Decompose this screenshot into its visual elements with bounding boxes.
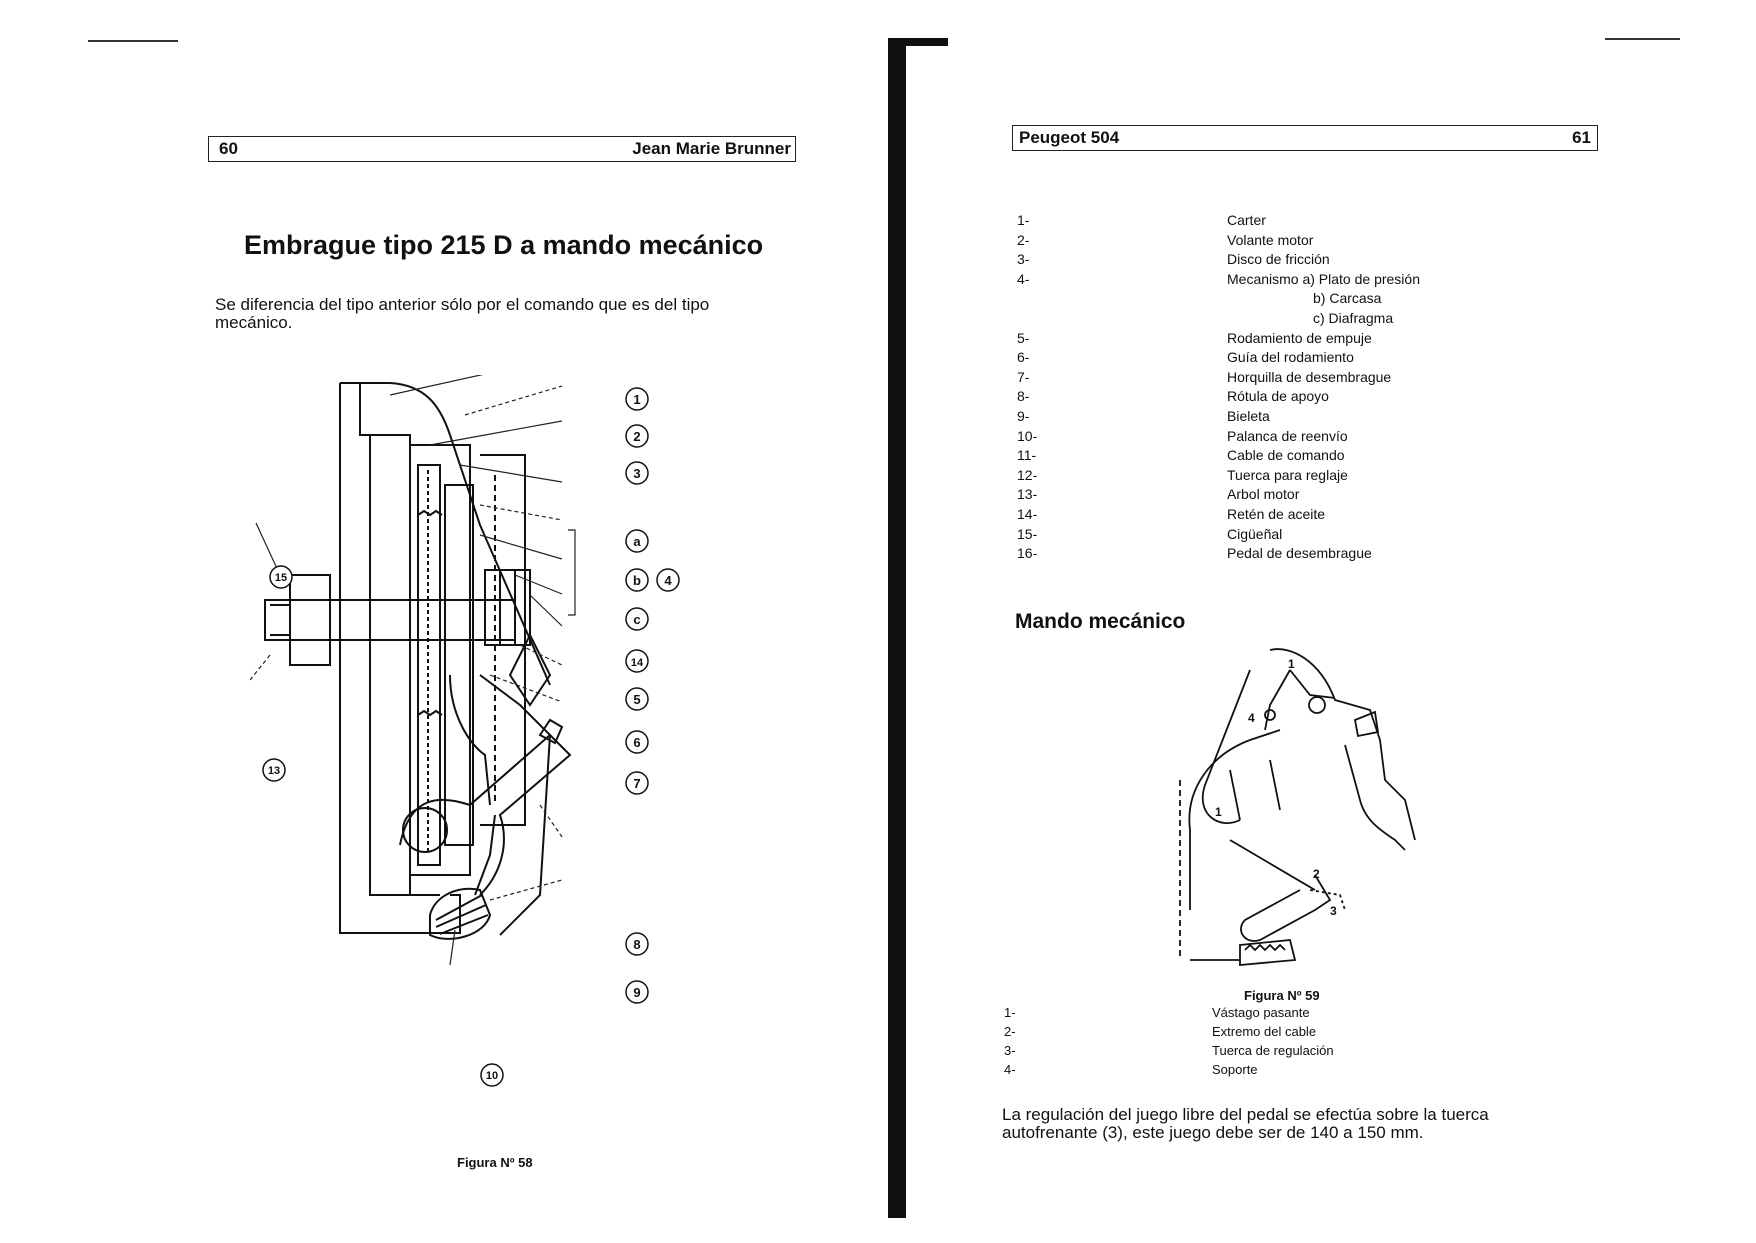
scan-rule-left	[88, 40, 178, 42]
fig59-label-1: 1	[1215, 805, 1222, 819]
legend-row: 16-Pedal de desembrague	[1017, 545, 1372, 562]
callout-8-label: 8	[633, 937, 640, 952]
legend-row: 10-Palanca de reenvío	[1017, 427, 1348, 444]
callout-3-label: 3	[633, 466, 640, 481]
fig59-legend-row: 4-Soporte	[1004, 1062, 1258, 1077]
right-page-header: Peugeot 504 61	[1012, 125, 1598, 151]
right-header-title: Peugeot 504	[1019, 128, 1120, 147]
callout-1: 1	[625, 387, 649, 411]
callout-4-label: 4	[664, 573, 672, 588]
legend-row: 4-Mecanismo a) Plato de presión	[1017, 270, 1420, 287]
fig59-legend-row: 1-Vástago pasante	[1004, 1005, 1310, 1020]
right-footer-paragraph: La regulación del juego libre del pedal …	[1002, 1106, 1602, 1142]
callout-9-label: 9	[633, 985, 640, 1000]
callout-a-label: a	[633, 534, 641, 549]
callout-15-label: 15	[275, 572, 287, 584]
callout-b: b	[625, 568, 649, 592]
callout-a: a	[625, 529, 649, 553]
footer-line-2: autofrenante (3), este juego debe ser de…	[1002, 1123, 1424, 1142]
figure-58-caption: Figura Nº 58	[457, 1155, 533, 1170]
left-intro-paragraph: Se diferencia del tipo anterior sólo por…	[215, 296, 709, 332]
section-title-mando-mecanico: Mando mecánico	[1015, 610, 1186, 633]
left-header-author: Jean Marie Brunner	[632, 139, 791, 158]
callout-7-label: 7	[633, 776, 640, 791]
legend-row: 12-Tuerca para reglaje	[1017, 466, 1348, 483]
callout-1-label: 1	[633, 392, 640, 407]
callout-6-label: 6	[633, 735, 640, 750]
callout-13-label: 13	[268, 765, 280, 777]
callout-7: 7	[625, 771, 649, 795]
fig59-label-1-top: 1	[1288, 657, 1295, 671]
callout-b-label: b	[633, 573, 641, 588]
callout-6: 6	[625, 730, 649, 754]
legend-row: 14-Retén de aceite	[1017, 505, 1326, 522]
legend-row: 13-Arbol motor	[1017, 486, 1300, 503]
legend-row: 1-Carter	[1017, 212, 1266, 228]
figure-59-legend: 1-Vástago pasante 2-Extremo del cable 3-…	[1004, 1003, 1334, 1079]
clutch-cross-section-diagram	[250, 375, 576, 966]
left-page-title: Embrague tipo 215 D a mando mecánico	[244, 230, 764, 260]
legend-row: 11-Cable de comando	[1017, 447, 1345, 464]
legend-row: 3-Disco de fricción	[1017, 251, 1330, 268]
callout-15: 15	[269, 565, 293, 589]
legend-row: b) Carcasa	[1313, 290, 1382, 307]
scan-rule-right	[1605, 38, 1680, 40]
callout-8: 8	[625, 932, 649, 956]
figure-58-callouts: 1 2 3 a b c 4 14 5 6 7 8 9 10 13 15	[262, 387, 680, 1087]
callout-2-label: 2	[633, 429, 640, 444]
callout-5: 5	[625, 687, 649, 711]
legend-row: 15-Cigüeñal	[1017, 525, 1283, 542]
footer-line-1: La regulación del juego libre del pedal …	[1002, 1105, 1489, 1124]
legend-row: 2-Volante motor	[1017, 231, 1314, 248]
legend-row: 6-Guía del rodamiento	[1017, 349, 1354, 366]
legend-row: c) Diafragma	[1313, 309, 1394, 326]
callout-c-label: c	[633, 612, 640, 627]
legend-row: 5-Rodamiento de empuje	[1017, 329, 1372, 346]
right-page-number: 61	[1572, 128, 1591, 147]
pedal-linkage-diagram: 1 4 1 2 3	[1179, 648, 1416, 966]
left-page-header: 60 Jean Marie Brunner	[208, 136, 796, 162]
callout-3: 3	[625, 461, 649, 485]
book-gutter	[888, 38, 906, 1218]
left-page-number: 60	[219, 139, 238, 158]
legend-row: 9-Bieleta	[1017, 407, 1270, 424]
callout-14: 14	[625, 649, 649, 673]
fig59-legend-row: 2-Extremo del cable	[1004, 1024, 1317, 1039]
fig59-label-2: 2	[1313, 867, 1320, 881]
book-gutter-top	[888, 38, 948, 46]
callout-10: 10	[480, 1063, 504, 1087]
callout-10-label: 10	[486, 1070, 498, 1082]
figure-59-caption: Figura Nº 59	[1244, 988, 1320, 1003]
parts-legend: 1-Carter 2-Volante motor 3-Disco de fric…	[1017, 211, 1420, 564]
intro-line-1: Se diferencia del tipo anterior sólo por…	[215, 295, 710, 314]
legend-row: 8-Rótula de apoyo	[1017, 388, 1329, 405]
callout-2: 2	[625, 424, 649, 448]
callout-c: c	[625, 607, 649, 631]
intro-line-2: mecánico.	[215, 313, 293, 332]
callout-9: 9	[625, 980, 649, 1004]
callout-4: 4	[656, 568, 680, 592]
legend-row: 7-Horquilla de desembrague	[1017, 368, 1392, 385]
fig59-label-4: 4	[1248, 711, 1255, 725]
callout-13: 13	[262, 758, 286, 782]
fig59-legend-row: 3-Tuerca de regulación	[1004, 1043, 1334, 1058]
callout-14-label: 14	[631, 657, 644, 669]
callout-5-label: 5	[633, 692, 640, 707]
fig59-label-3: 3	[1330, 904, 1337, 918]
